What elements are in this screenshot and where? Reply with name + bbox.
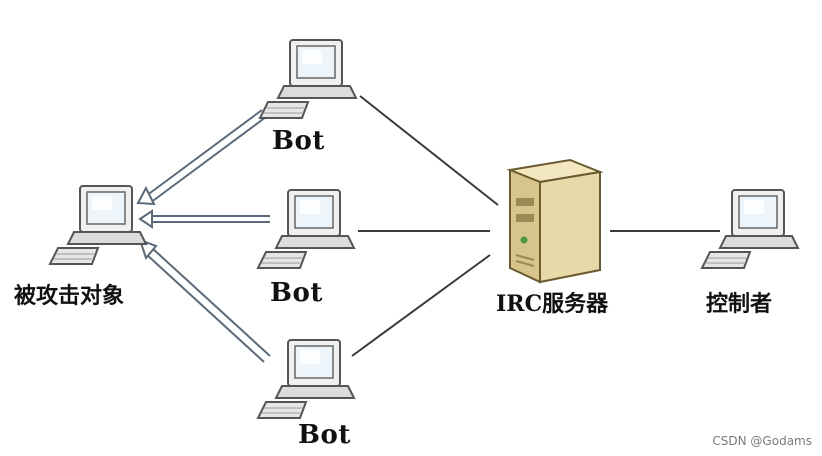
target-computer-icon xyxy=(49,185,147,265)
bot-middle-computer-icon xyxy=(257,189,355,269)
link-bot-bottom-server xyxy=(351,254,491,357)
bot-bottom-computer-icon xyxy=(257,339,355,419)
target-label: 被攻击对象 xyxy=(14,283,125,309)
bot-top-computer-icon xyxy=(259,39,357,119)
watermark: CSDN @Godams xyxy=(712,434,812,448)
bot-middle-label: Bot xyxy=(270,278,323,308)
server-icon xyxy=(506,158,604,284)
attack-arrow-bottom xyxy=(138,238,271,363)
bot-top-label: Bot xyxy=(272,126,325,156)
bot-bottom-label: Bot xyxy=(298,420,351,450)
attack-arrow-top xyxy=(136,109,267,206)
link-bot-top-server xyxy=(359,95,499,206)
controller-label: 控制者 xyxy=(706,291,773,317)
attack-arrow-middle xyxy=(138,209,270,229)
controller-computer-icon xyxy=(701,189,799,269)
server-label: IRC服务器 xyxy=(496,291,609,317)
